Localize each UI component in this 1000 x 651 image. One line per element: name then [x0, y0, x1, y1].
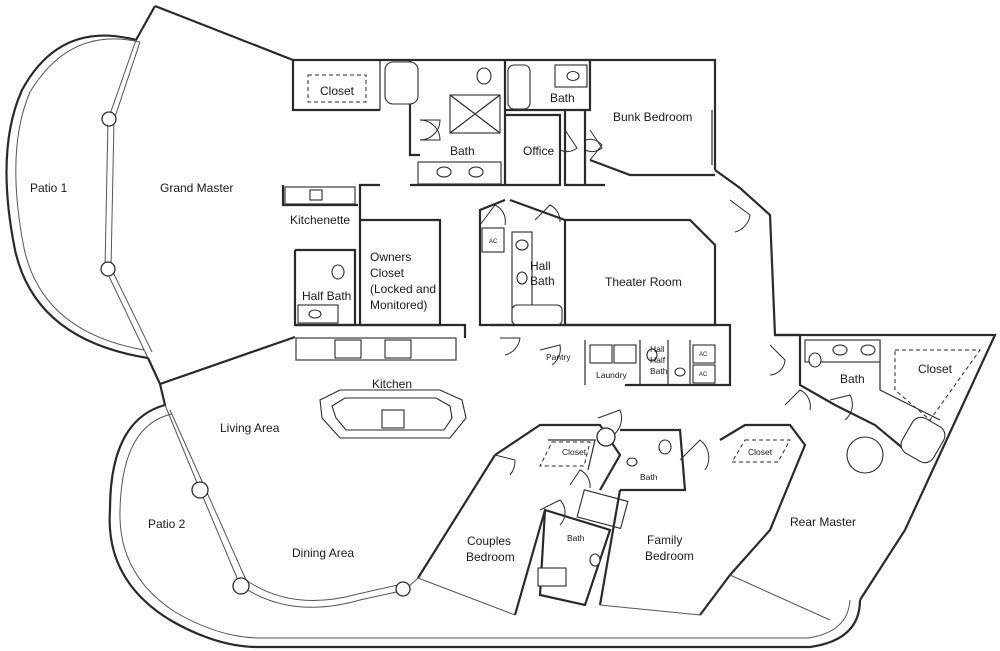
door-swing-icon	[784, 389, 811, 411]
room-labels: Patio 1 Grand Master Closet Bath Office …	[30, 84, 953, 564]
label-living-area: Living Area	[220, 421, 280, 435]
sink-icon	[308, 309, 322, 319]
toilet-icon	[808, 352, 822, 368]
column-icon	[596, 427, 616, 447]
label-bunk-bedroom: Bunk Bedroom	[613, 110, 692, 124]
label-bath-couples: Bath	[567, 533, 585, 543]
sink-icon	[436, 166, 452, 178]
door-swing-icon	[500, 337, 521, 356]
label-laundry: Laundry	[596, 370, 627, 380]
door-swing-icon	[829, 394, 853, 421]
door-swing-icon	[534, 204, 561, 223]
door-swing-icon	[729, 199, 751, 233]
toilet-icon	[646, 348, 658, 362]
label-kitchen: Kitchen	[372, 377, 412, 391]
door-swing-icon	[584, 138, 603, 161]
column-icon	[232, 577, 250, 595]
label-hall-bath: Hall Bath	[530, 259, 555, 288]
label-bath-mid: Bath	[640, 472, 658, 482]
bathtub-icon	[507, 64, 531, 110]
door-swing-icon	[479, 204, 506, 226]
toilet-icon	[658, 439, 672, 455]
bathtub-icon	[384, 61, 419, 105]
label-family-bedroom: Family Bedroom	[645, 533, 694, 563]
label-ac-2: AC	[699, 352, 708, 358]
label-pantry: Pantry	[546, 352, 571, 362]
label-ac-3: AC	[699, 372, 708, 378]
sink-icon	[832, 344, 848, 356]
toilet-icon	[476, 67, 492, 85]
equipment-labels: AC AC AC	[489, 239, 708, 378]
toilet-icon	[589, 553, 601, 567]
label-closet-couples: Closet	[562, 447, 587, 457]
door-swing-icon	[569, 469, 591, 489]
column-icon	[101, 111, 117, 127]
label-dining-area: Dining Area	[292, 546, 354, 560]
sink-icon	[515, 239, 529, 251]
column-icon	[100, 261, 116, 277]
label-hall-half-bath: Hall Half Bath	[650, 344, 668, 376]
sink-icon	[626, 457, 638, 467]
label-owners-closet: Owners Closet (Locked and Monitored)	[370, 250, 439, 312]
toilet-icon	[331, 264, 345, 280]
label-theater-room: Theater Room	[605, 275, 682, 289]
label-office: Office	[523, 144, 554, 158]
interior-walls	[281, 60, 981, 621]
column-icon	[395, 581, 411, 597]
label-half-bath: Half Bath	[302, 289, 351, 303]
sink-icon	[566, 70, 580, 82]
door-swing-icon	[559, 129, 578, 153]
label-kitchenette: Kitchenette	[290, 213, 350, 227]
label-closet-family: Closet	[748, 447, 773, 457]
patio-2-columns	[191, 427, 616, 597]
sink-icon	[309, 189, 323, 201]
label-ac-1: AC	[489, 239, 498, 245]
label-grand-master: Grand Master	[160, 181, 233, 195]
label-closet-top: Closet	[320, 84, 355, 98]
label-patio-1: Patio 1	[30, 181, 68, 195]
shower-icon	[846, 436, 884, 474]
door-swing-icon	[419, 119, 441, 141]
bathtub-icon	[511, 304, 563, 326]
sink-icon	[860, 344, 876, 356]
label-bath-rear: Bath	[840, 372, 865, 386]
sink-icon	[468, 166, 484, 178]
sink-icon	[674, 367, 686, 377]
door-swing-icon	[584, 129, 603, 153]
column-icon	[191, 481, 209, 499]
door-swing-icon	[539, 344, 561, 366]
door-swing-icon	[539, 499, 566, 526]
patio-1-area	[5, 5, 156, 360]
label-patio-2: Patio 2	[148, 517, 186, 531]
label-bath-master: Bath	[450, 144, 475, 158]
door-swing-icon	[679, 439, 710, 471]
door-swing-icon	[494, 454, 516, 476]
door-swing-icon	[769, 344, 786, 376]
label-closet-rear: Closet	[918, 362, 953, 376]
bathtub-icon	[900, 416, 946, 464]
label-bath-top: Bath	[550, 91, 575, 105]
toilet-icon	[516, 271, 528, 285]
label-rear-master: Rear Master	[790, 515, 856, 529]
label-couples-bedroom: Couples Bedroom	[466, 534, 515, 564]
